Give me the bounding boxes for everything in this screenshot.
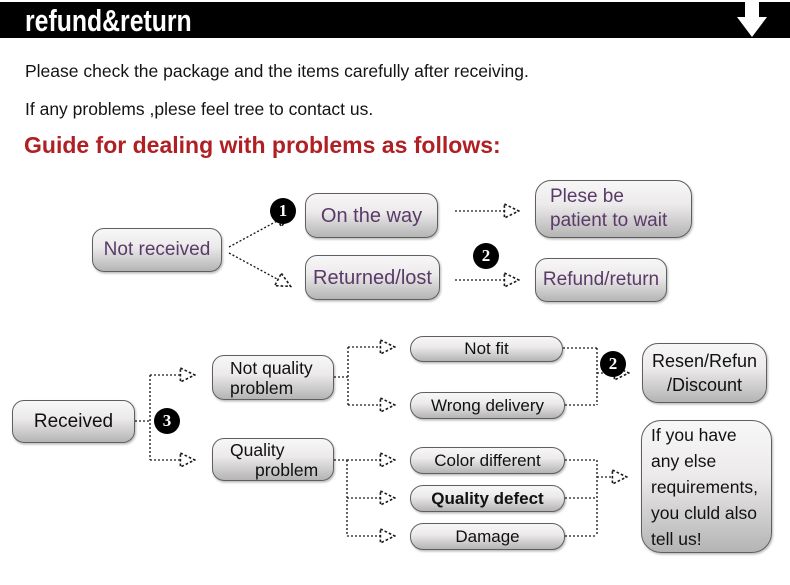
node-label-line2: problem bbox=[230, 377, 294, 398]
step-badge-2b: 2 bbox=[600, 351, 626, 377]
guide-heading: Guide for dealing with problems as follo… bbox=[24, 132, 501, 158]
intro-line-1: Please check the package and the items c… bbox=[25, 61, 529, 81]
node-label-line2: /Discount bbox=[666, 375, 743, 395]
node-received: Received bbox=[12, 400, 135, 443]
node-color-different: Color different bbox=[410, 447, 565, 474]
node-label: Refund/return bbox=[542, 269, 660, 290]
down-arrow-icon bbox=[737, 2, 767, 37]
node-quality-problem: Quality problem bbox=[212, 438, 334, 481]
node-label-line4: you cluld also bbox=[651, 502, 758, 523]
step-badge-1: 1 bbox=[270, 198, 296, 224]
node-not-quality-problem: Not quality problem bbox=[212, 355, 334, 400]
node-label-line1: Quality bbox=[230, 439, 285, 460]
node-damage: Damage bbox=[410, 523, 565, 550]
node-label: Returned/lost bbox=[313, 266, 432, 289]
node-label-line1: Plese be bbox=[550, 186, 624, 207]
node-label: Received bbox=[33, 410, 114, 432]
node-wrong-delivery: Wrong delivery bbox=[410, 392, 565, 419]
node-not-fit: Not fit bbox=[410, 336, 563, 362]
header-bar: refund&return bbox=[0, 2, 790, 38]
node-other-requirements: If you have any else requirements, you c… bbox=[641, 420, 772, 553]
node-label: Color different bbox=[434, 450, 541, 470]
node-label-line1: Resen/Refun bbox=[651, 351, 758, 371]
node-label: Quality defect bbox=[431, 488, 544, 508]
node-quality-defect: Quality defect bbox=[410, 485, 565, 512]
node-not-received: Not received bbox=[92, 228, 222, 272]
node-returned-lost: Returned/lost bbox=[305, 255, 440, 300]
node-label-line2: any else bbox=[651, 450, 717, 471]
intro-line-2: If any problems ,plese feel tree to cont… bbox=[25, 99, 374, 119]
node-label-line1: Not quality bbox=[230, 357, 313, 378]
node-label: On the way bbox=[320, 204, 423, 227]
node-label: Not received bbox=[103, 239, 211, 260]
node-please-be-patient: Plese be patient to wait bbox=[535, 180, 692, 238]
node-label: Damage bbox=[455, 526, 520, 546]
node-label-line3: requirements, bbox=[651, 476, 758, 497]
node-label-line1: If you have bbox=[651, 424, 737, 445]
node-resend-refund-discount: Resen/Refun /Discount bbox=[642, 343, 767, 403]
node-label: Wrong delivery bbox=[430, 395, 545, 415]
node-label: Not fit bbox=[464, 339, 509, 358]
node-label-line5: tell us! bbox=[651, 528, 702, 549]
node-label-line2: problem bbox=[255, 459, 319, 480]
page-title: refund&return bbox=[25, 3, 192, 38]
node-refund-return: Refund/return bbox=[535, 258, 667, 302]
node-label-line2: patient to wait bbox=[550, 210, 668, 231]
step-badge-2: 2 bbox=[473, 243, 499, 269]
node-on-the-way: On the way bbox=[305, 193, 438, 238]
step-badge-3: 3 bbox=[154, 408, 180, 434]
